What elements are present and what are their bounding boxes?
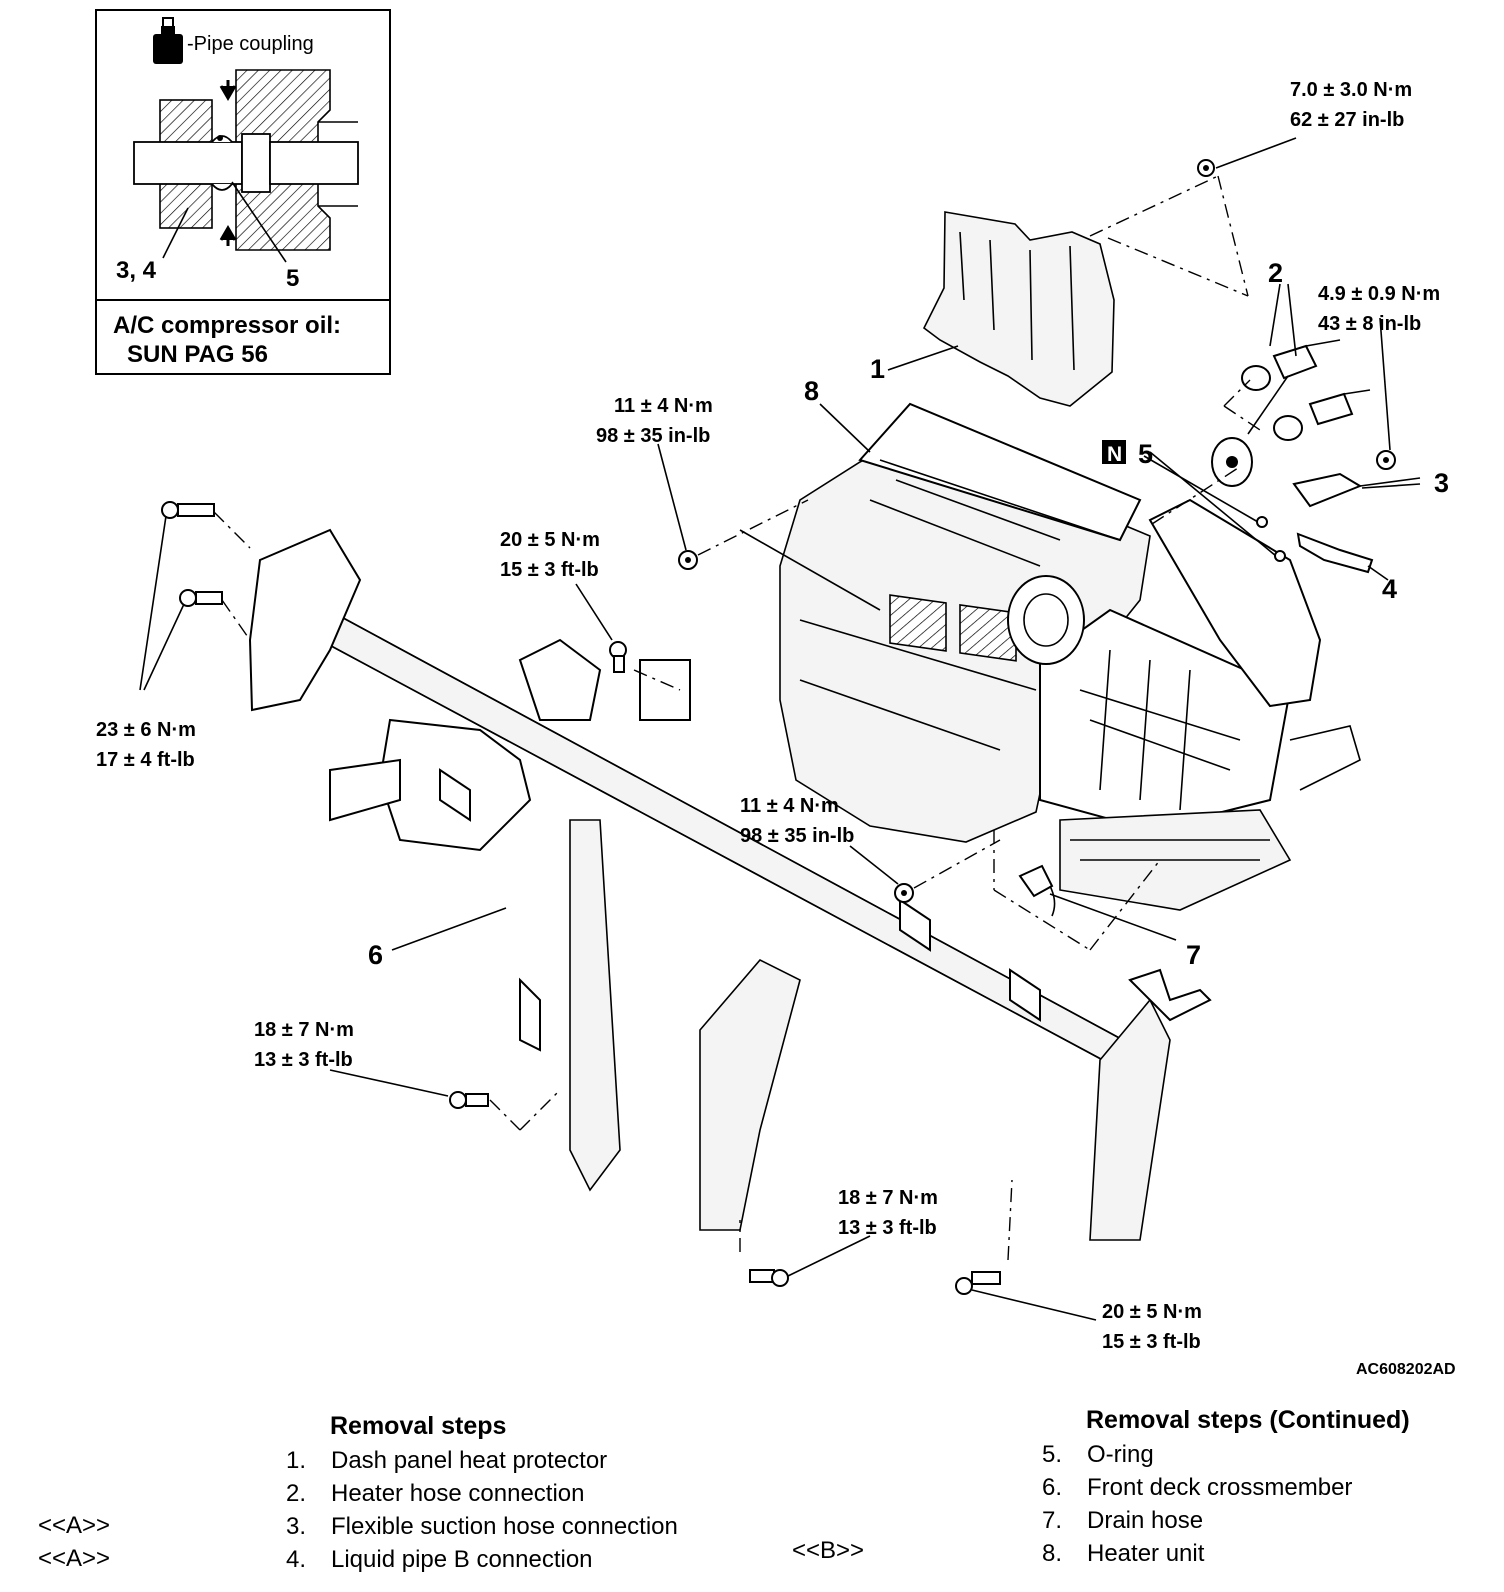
arrow-down-icon (219, 80, 237, 101)
callout-7: 7 (1186, 940, 1201, 970)
exploded-parts-diagram: -Pipe coupling 3, 4 5 A/C compressor oil… (95, 9, 1456, 1378)
torque-spec-2: 4.9 ± 0.9 N·m 43 ± 8 in-lb (1318, 283, 1440, 335)
svg-text:23 ± 6 N·m: 23 ± 6 N·m (96, 719, 196, 741)
svg-text:13 ± 3 ft-lb: 13 ± 3 ft-lb (838, 1217, 937, 1239)
removal-steps-continued: Removal steps (Continued) (1086, 1404, 1410, 1437)
service-note-a: <<A>> (38, 1512, 111, 1539)
svg-text:15 ± 3 ft-lb: 15 ± 3 ft-lb (500, 559, 599, 581)
oil-can-icon (153, 17, 183, 64)
callout-3: 3 (1434, 468, 1449, 498)
heater-unit (779, 402, 1361, 911)
svg-text:4.9 ± 0.9 N·m: 4.9 ± 0.9 N·m (1318, 283, 1440, 305)
torque-spec-5: 23 ± 6 N·m 17 ± 4 ft-lb (96, 719, 196, 771)
svg-text:11 ± 4 N·m: 11 ± 4 N·m (614, 395, 713, 417)
figure-code: AC608202AD (1356, 1361, 1456, 1378)
removal-steps-continued-title: Removal steps (Continued) (1086, 1406, 1410, 1434)
nut-icon (678, 550, 698, 570)
oil-title: A/C compressor oil: (113, 312, 341, 339)
oil-name: SUN PAG 56 (127, 341, 268, 368)
inset-callout-5: 5 (286, 265, 299, 292)
callout-1: 1 (870, 354, 885, 384)
svg-text:11 ± 4 N·m: 11 ± 4 N·m (740, 795, 839, 817)
bolt-icon (449, 1091, 489, 1109)
callout-6: 6 (368, 940, 383, 970)
torque-spec-9: 20 ± 5 N·m 15 ± 3 ft-lb (1102, 1301, 1202, 1353)
svg-text:62 ± 27 in-lb: 62 ± 27 in-lb (1290, 109, 1404, 131)
list-item: 3.Flexible suction hose connection (285, 1513, 678, 1540)
new-part-badge: N (1102, 440, 1126, 466)
svg-text:7.0 ± 3.0 N·m: 7.0 ± 3.0 N·m (1290, 79, 1412, 101)
list-item: 1.Dash panel heat protector (285, 1447, 608, 1474)
svg-text:18 ± 7 N·m: 18 ± 7 N·m (838, 1187, 938, 1209)
callout-8: 8 (804, 376, 819, 406)
nut-icon (894, 883, 914, 903)
coupling-cross-section (133, 69, 359, 263)
torque-spec-4: 20 ± 5 N·m 15 ± 3 ft-lb (500, 529, 600, 581)
torque-spec-3: 11 ± 4 N·m 98 ± 35 in-lb (596, 395, 713, 447)
arrow-up-icon (219, 225, 237, 246)
svg-text:17 ± 4 ft-lb: 17 ± 4 ft-lb (96, 749, 195, 771)
svg-text:20 ± 5 N·m: 20 ± 5 N·m (1102, 1301, 1202, 1323)
callout-4: 4 (1382, 574, 1397, 604)
callout-2: 2 (1268, 258, 1283, 288)
bolt-icon (179, 589, 223, 607)
service-note-a: <<A>> (38, 1545, 111, 1572)
list-item: 2.Heater hose connection (285, 1480, 585, 1507)
inset-callout-3-4: 3, 4 (116, 257, 157, 284)
svg-text:98 ± 35 in-lb: 98 ± 35 in-lb (596, 425, 710, 447)
torque-spec-8: 18 ± 7 N·m 13 ± 3 ft-lb (838, 1187, 938, 1239)
removal-steps-continued-list: 5.O-ring 6.Front deck crossmember 7.Drai… (1022, 1438, 1482, 1570)
pipe-coupling-inset: -Pipe coupling 3, 4 5 A/C compressor oil… (95, 9, 391, 375)
removal-steps: Removal steps (330, 1410, 506, 1443)
removal-steps-title: Removal steps (330, 1412, 507, 1440)
torque-spec-6: 11 ± 4 N·m 98 ± 35 in-lb (740, 795, 854, 847)
hose-and-pipe-parts (1143, 283, 1421, 581)
front-deck-crossmember (248, 528, 1212, 1241)
bolt-icon (749, 1269, 789, 1287)
torque-spec-1: 7.0 ± 3.0 N·m 62 ± 27 in-lb (1290, 79, 1412, 131)
bolt-icon (609, 641, 627, 673)
svg-text:15 ± 3 ft-lb: 15 ± 3 ft-lb (1102, 1331, 1201, 1353)
n-badge-label: N (1107, 443, 1122, 466)
service-note-b: <<B>> (792, 1537, 865, 1564)
removal-steps-list: 1.Dash panel heat protector 2.Heater hos… (266, 1444, 786, 1576)
svg-text:13 ± 3 ft-lb: 13 ± 3 ft-lb (254, 1049, 353, 1071)
svg-text:98 ± 35 in-lb: 98 ± 35 in-lb (740, 825, 854, 847)
list-item: 7.Drain hose (1041, 1507, 1204, 1534)
torque-spec-7: 18 ± 7 N·m 13 ± 3 ft-lb (254, 1019, 354, 1071)
list-item: 6.Front deck crossmember (1041, 1474, 1353, 1501)
callout-5: 5 (1138, 439, 1153, 469)
list-item: 8.Heater unit (1041, 1540, 1205, 1567)
bolt-icon (955, 1271, 1001, 1295)
fasteners (139, 345, 1177, 1321)
pipe-coupling-label: -Pipe coupling (187, 33, 314, 55)
svg-text:20 ± 5 N·m: 20 ± 5 N·m (500, 529, 600, 551)
list-item: 5.O-ring (1041, 1441, 1154, 1468)
bolt-icon (161, 501, 215, 519)
svg-text:18 ± 7 N·m: 18 ± 7 N·m (254, 1019, 354, 1041)
svg-text:43 ± 8 in-lb: 43 ± 8 in-lb (1318, 313, 1421, 335)
list-item: 4.Liquid pipe B connection (285, 1546, 593, 1573)
dash-panel-heat-protector (922, 137, 1297, 407)
